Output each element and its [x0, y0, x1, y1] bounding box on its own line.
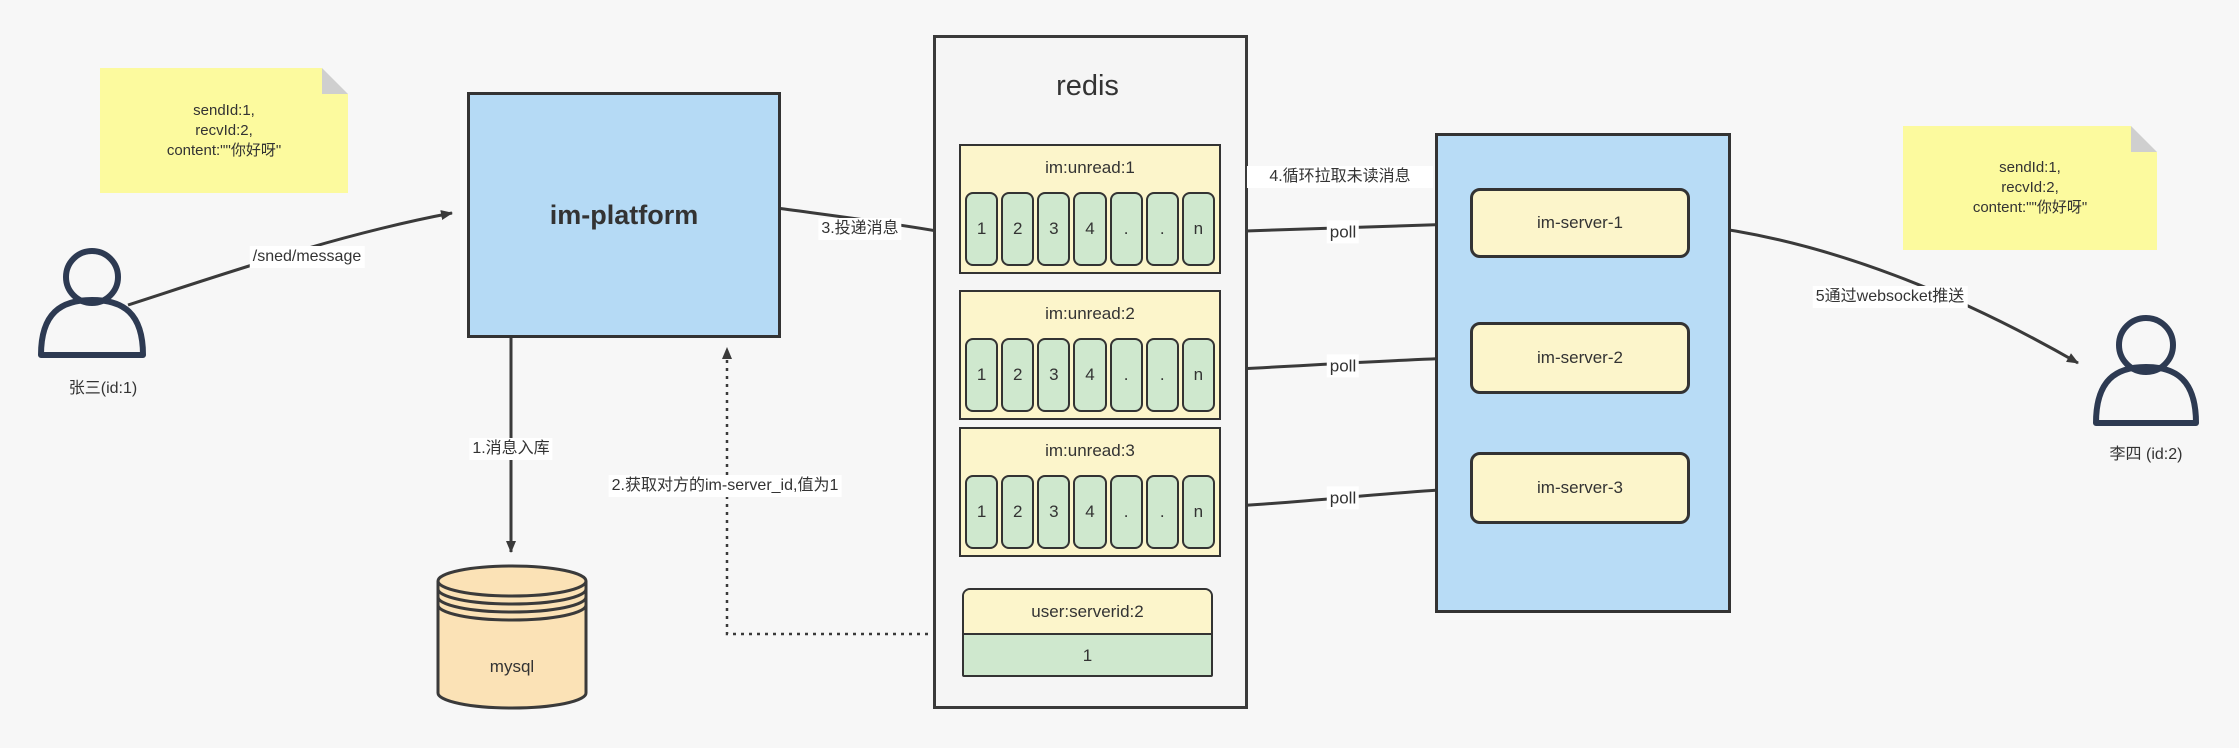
- queue-cell: 1: [965, 475, 999, 549]
- queue-cell: .: [1145, 475, 1179, 549]
- im-server-1-node: im-server-1: [1470, 188, 1690, 258]
- queue-cell: .: [1145, 192, 1179, 266]
- edge-label-step5: 5通过websocket推送: [1812, 286, 1968, 308]
- mysql-label: mysql: [489, 657, 535, 676]
- edge-label-send-message: /sned/message: [249, 246, 365, 268]
- queue-cell: 3: [1037, 475, 1071, 549]
- queue-header: im:unread:3: [1045, 441, 1135, 460]
- queue-cell: .: [1109, 338, 1143, 412]
- kv-header: user:serverid:2: [964, 590, 1211, 635]
- kv-value: 1: [1082, 645, 1093, 665]
- queue-im-unread-3: im:unread:3 1 2 3 4 . . n: [959, 427, 1221, 557]
- edge-label-step3: 3.投递消息: [818, 218, 902, 240]
- edge-label-step4: 4.循环拉取未读消息: [1247, 166, 1433, 188]
- queue-cell: 2: [1001, 192, 1035, 266]
- queue-cell: n: [1181, 192, 1215, 266]
- queue-cell: n: [1181, 338, 1215, 412]
- note-line: recvId:2,: [195, 121, 253, 139]
- queue-cell: 2: [1001, 475, 1035, 549]
- queue-cell: 1: [965, 192, 999, 266]
- note-line: recvId:2,: [2001, 179, 2059, 196]
- queue-im-unread-1: im:unread:1 1 2 3 4 . . n: [959, 144, 1221, 274]
- queue-cell: .: [1145, 338, 1179, 412]
- note-line: sendId:1,: [1999, 159, 2061, 176]
- im-platform-node: im-platform: [467, 92, 781, 338]
- im-server-label: im-server-1: [1537, 213, 1623, 232]
- queue-cell: n: [1181, 475, 1215, 549]
- note-line: sendId:1,: [193, 101, 255, 119]
- sticky-note-request: sendId:1, recvId:2, content:""你好呀": [100, 68, 348, 193]
- receiver-label: 李四 (id:2): [2109, 446, 2183, 463]
- queue-cell: 4: [1073, 338, 1107, 412]
- queue-im-unread-2: im:unread:2 1 2 3 4 . . n: [959, 290, 1221, 420]
- edge-label-step1: 1.消息入库: [469, 438, 553, 460]
- edge-label-poll-2: poll: [1326, 354, 1360, 378]
- kv-user-serverid: user:serverid:2 1: [962, 588, 1213, 677]
- edge-label-poll-3: poll: [1326, 486, 1360, 510]
- queue-cell: 4: [1073, 192, 1107, 266]
- im-server-label: im-server-2: [1537, 348, 1623, 367]
- receiver-person-icon: [2093, 315, 2199, 426]
- edge-label-step2: 2.获取对方的im-server_id,值为1: [608, 475, 842, 497]
- sender-label: 张三(id:1): [68, 380, 138, 397]
- queue-header: im:unread:1: [1045, 158, 1135, 177]
- queue-header: im:unread:2: [1045, 304, 1135, 323]
- im-platform-label: im-platform: [549, 199, 699, 230]
- redis-title: redis: [1056, 70, 1119, 102]
- queue-cell: 4: [1073, 475, 1107, 549]
- queue-cell: 3: [1037, 338, 1071, 412]
- queue-cell: .: [1109, 192, 1143, 266]
- note-fold-icon: [322, 68, 348, 94]
- note-line: content:""你好呀": [166, 141, 282, 159]
- edge-label-poll-1: poll: [1326, 220, 1360, 244]
- database-cylinder-icon: [436, 564, 588, 710]
- queue-cell: .: [1109, 475, 1143, 549]
- note-fold-icon: [2131, 126, 2157, 152]
- im-server-3-node: im-server-3: [1470, 452, 1690, 524]
- sticky-note-push: sendId:1, recvId:2, content:""你好呀": [1903, 126, 2157, 250]
- im-server-label: im-server-3: [1537, 478, 1623, 497]
- im-server-2-node: im-server-2: [1470, 322, 1690, 394]
- note-line: content:""你好呀": [1972, 199, 2088, 216]
- sender-person-icon: [38, 248, 146, 358]
- queue-cell: 3: [1037, 192, 1071, 266]
- queue-cell: 2: [1001, 338, 1035, 412]
- queue-cell: 1: [965, 338, 999, 412]
